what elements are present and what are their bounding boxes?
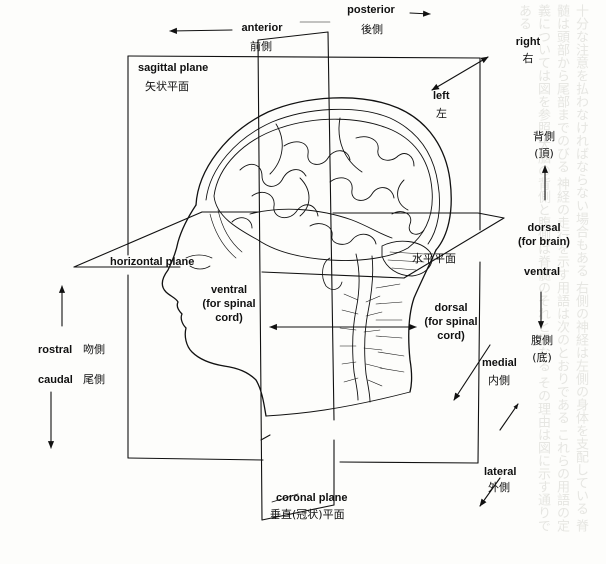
left-label: left [433, 90, 450, 102]
caudal-label: caudal [38, 374, 73, 386]
bleed-line: 十分な注意を払わなければならない場合もある [573, 4, 588, 277]
posterior-label: posterior [347, 4, 395, 16]
horizontal-plane-jp-label: 水平平面 [412, 252, 456, 265]
dorsal-top-jp-sub-label: (頂) [534, 147, 554, 160]
coronal-plane-label: coronal plane [276, 492, 348, 504]
anterior-jp-label: 前側 [250, 40, 272, 53]
medial-arrow [453, 344, 491, 401]
rostral-jp-label: 吻側 [83, 343, 105, 356]
bleed-through-text: 十分な注意を払わなければならない場合もある 右側の神経は左側の身体を支配している… [300, 4, 590, 544]
sagittal-plane-jp-label: 矢状平面 [145, 80, 189, 93]
dorsal-spinal-label: dorsal [434, 302, 468, 314]
dorsal-brain-label: dorsal [527, 222, 561, 234]
bleed-line: 神経の走行を示す用語は次のとおりである [554, 177, 569, 425]
coronal-plane-jp-label: 垂直(冠状)平面 [270, 508, 345, 521]
brain [209, 117, 433, 403]
right-jp-label: 右 [522, 52, 534, 65]
posterior-arrow [409, 10, 431, 17]
coronal-plane [257, 31, 335, 521]
right-label: right [515, 36, 541, 48]
ventral-spinal-label: ventral [210, 284, 248, 296]
ventral-brain-label: ventral [523, 266, 561, 278]
dorsal-brain-sub-label: (for brain) [518, 236, 570, 248]
bleed-line: その理由は図に示す通りである [516, 4, 550, 533]
right-left-arrow [431, 56, 489, 91]
bleed-line: 右側の神経は左側の身体を支配している [573, 281, 588, 516]
bleed-line: 脊髄は頭部から尾部までのびる [554, 4, 588, 533]
medial-label: medial [482, 357, 517, 369]
bleed-line: これらの用語の定義については図を参照 [535, 4, 569, 533]
sagittal-plane-label: sagittal plane [138, 62, 209, 74]
anterior-label: anterior [241, 22, 283, 34]
dorsal-top-jp-label: 背側 [533, 130, 555, 143]
caudal-jp-label: 尾側 [83, 373, 105, 386]
lateral-arrow [479, 477, 501, 507]
posterior-jp-label: 後側 [361, 23, 383, 36]
bleed-line: 大脳の背側と腹側は脊髄のそれと異なる [535, 138, 550, 373]
ventral-jp-label: 腹側 [531, 334, 553, 347]
left-jp-label: 左 [436, 107, 447, 120]
dorsal-spinal-sub-label-2: cord) [437, 330, 465, 342]
lateral-label: lateral [484, 466, 517, 478]
lateral-jp-label: 外側 [488, 481, 510, 494]
ventral-spinal-sub-label-1: (for spinal [202, 298, 256, 310]
horizontal-plane-label: horizontal plane [110, 256, 195, 268]
ventral-spinal-sub-label-2: cord) [215, 312, 243, 324]
medial-jp-label: 内側 [488, 374, 510, 387]
dorsal-spinal-sub-label-1: (for spinal [424, 316, 478, 328]
anterior-arrow [169, 27, 233, 34]
rostral-label: rostral [38, 344, 73, 356]
ventral-jp-sub-label: (底) [532, 351, 552, 364]
